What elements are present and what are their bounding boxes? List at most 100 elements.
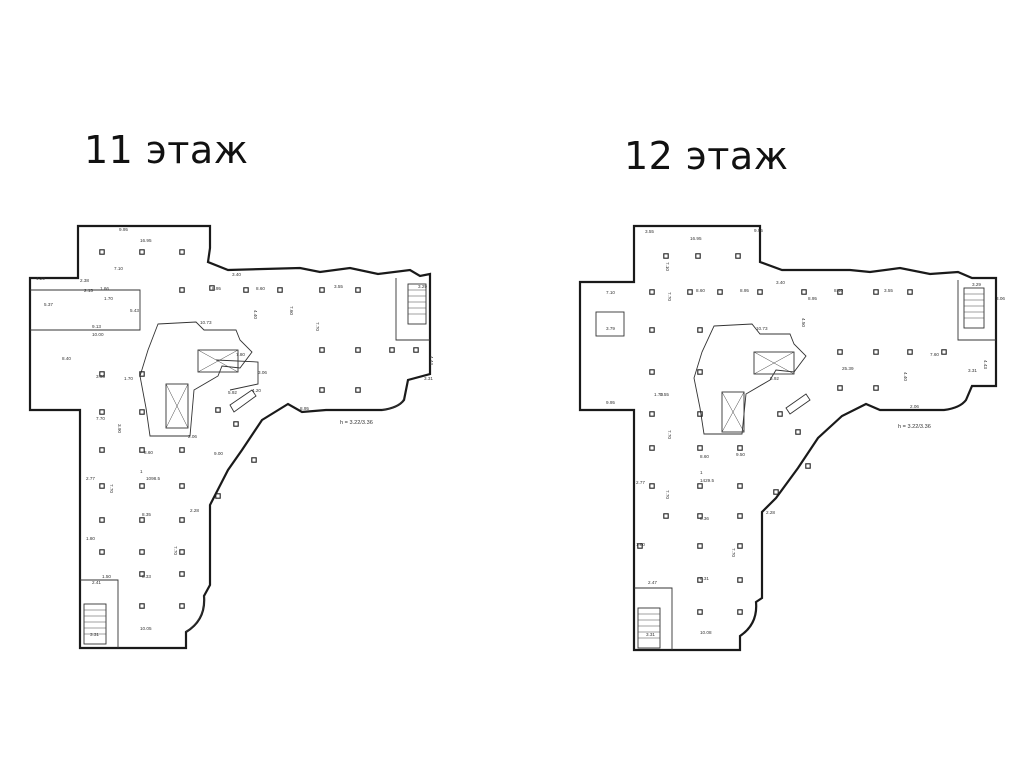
floor-12-stairs [637,287,985,649]
dimension-label: 8.60 [144,450,153,455]
dimension-label: 3.90 [117,424,122,433]
dimension-label: 3.29 [972,282,981,287]
dimension-label: 2.28 [766,510,775,515]
column-marker [179,549,185,555]
dimension-label: 10.08 [700,630,712,635]
dimension-label: 3.55 [96,374,105,379]
dimension-label: 3.29 [418,284,427,289]
column-marker [355,387,361,393]
column-marker [139,483,145,489]
dimension-label: 8.95 [808,296,817,301]
column-marker [805,463,811,469]
column-marker [663,513,669,519]
dimension-label: 2.38 [80,278,89,283]
floor-12-title: 12 этаж [624,134,789,178]
dimension-label: 16.95 [140,238,152,243]
column-marker [243,287,249,293]
dimension-label: 3.55 [645,229,654,234]
dimension-label: 3.40 [232,272,241,277]
dimension-label: 3.31 [646,632,655,637]
column-marker [697,369,703,375]
column-marker [99,249,105,255]
column-marker [717,289,723,295]
dimension-label: 8.60 [700,454,709,459]
column-marker [139,549,145,555]
dimension-label: 3.79 [606,326,615,331]
dimension-label: 8.31 [700,576,709,581]
column-marker [795,429,801,435]
floor-11-columns [99,249,419,609]
column-marker [99,517,105,523]
dimension-label: 5.43 [130,308,139,313]
dimension-label: 8.40 [834,288,843,293]
column-marker [873,289,879,295]
column-marker [697,609,703,615]
column-marker [319,347,325,353]
column-marker [355,347,361,353]
column-marker [873,349,879,355]
floor-11-height-note: h = 3.22/3.36 [340,420,373,426]
column-marker [99,371,105,377]
floor-12-room-number: 1 [700,470,703,475]
dimension-label: 2.28 [190,508,199,513]
column-marker [637,543,643,549]
column-marker [695,253,701,259]
column-marker [179,447,185,453]
column-marker [773,489,779,495]
dimension-label: 1.80 [636,542,645,547]
column-marker [139,409,145,415]
column-marker [837,289,843,295]
column-marker [737,609,743,615]
dimension-label: 8.60 [696,288,705,293]
dimension-label: 2.77 [86,476,95,481]
column-marker [139,571,145,577]
dimension-label: 7.70 [667,430,672,439]
column-marker [907,289,913,295]
dimension-label: 10.73 [200,320,212,325]
dimension-label: 4.43 [983,360,988,369]
dimension-label: 2.06 [188,434,197,439]
dimension-label: 2.06 [910,404,919,409]
column-marker [737,513,743,519]
dimension-label: 3.31 [90,632,99,637]
column-marker [941,349,947,355]
dimension-label: 9.95 [754,228,763,233]
column-marker [649,289,655,295]
dimension-label: 2.77 [636,480,645,485]
dimension-label: 25.39 [842,366,854,371]
dimension-label: 5.92 [770,376,779,381]
dimension-label: 7.70 [665,490,670,499]
column-marker [737,445,743,451]
dimension-label: 4.29 [36,276,45,281]
dimension-label: 1.70 [104,296,113,301]
dimension-label: 3.40 [776,280,785,285]
column-marker [907,349,913,355]
dimension-label: 8.33 [142,574,151,579]
floor-12-columns [637,253,947,615]
column-marker [179,603,185,609]
column-marker [99,549,105,555]
column-marker [139,517,145,523]
column-marker [179,571,185,577]
column-marker [389,347,395,353]
floor-12-height-note: h = 3.22/3.36 [898,424,931,430]
column-marker [801,289,807,295]
column-marker [179,483,185,489]
column-marker [215,407,221,413]
column-marker [837,385,843,391]
dimension-label: 9.95 [606,400,615,405]
dimension-label: 8.95 [740,288,749,293]
dimension-label: 5.92 [228,390,237,395]
dimension-label: 3.06 [996,296,1005,301]
column-marker [251,457,257,463]
floor-12-core [693,323,811,435]
dimension-label: 4.40 [903,372,908,381]
dimension-label: 3.06 [258,370,267,375]
dimension-label: 7.70 [96,416,105,421]
dimension-label: 7.80 [236,352,245,357]
column-marker [99,447,105,453]
floor-12-outer-walls [578,224,998,652]
